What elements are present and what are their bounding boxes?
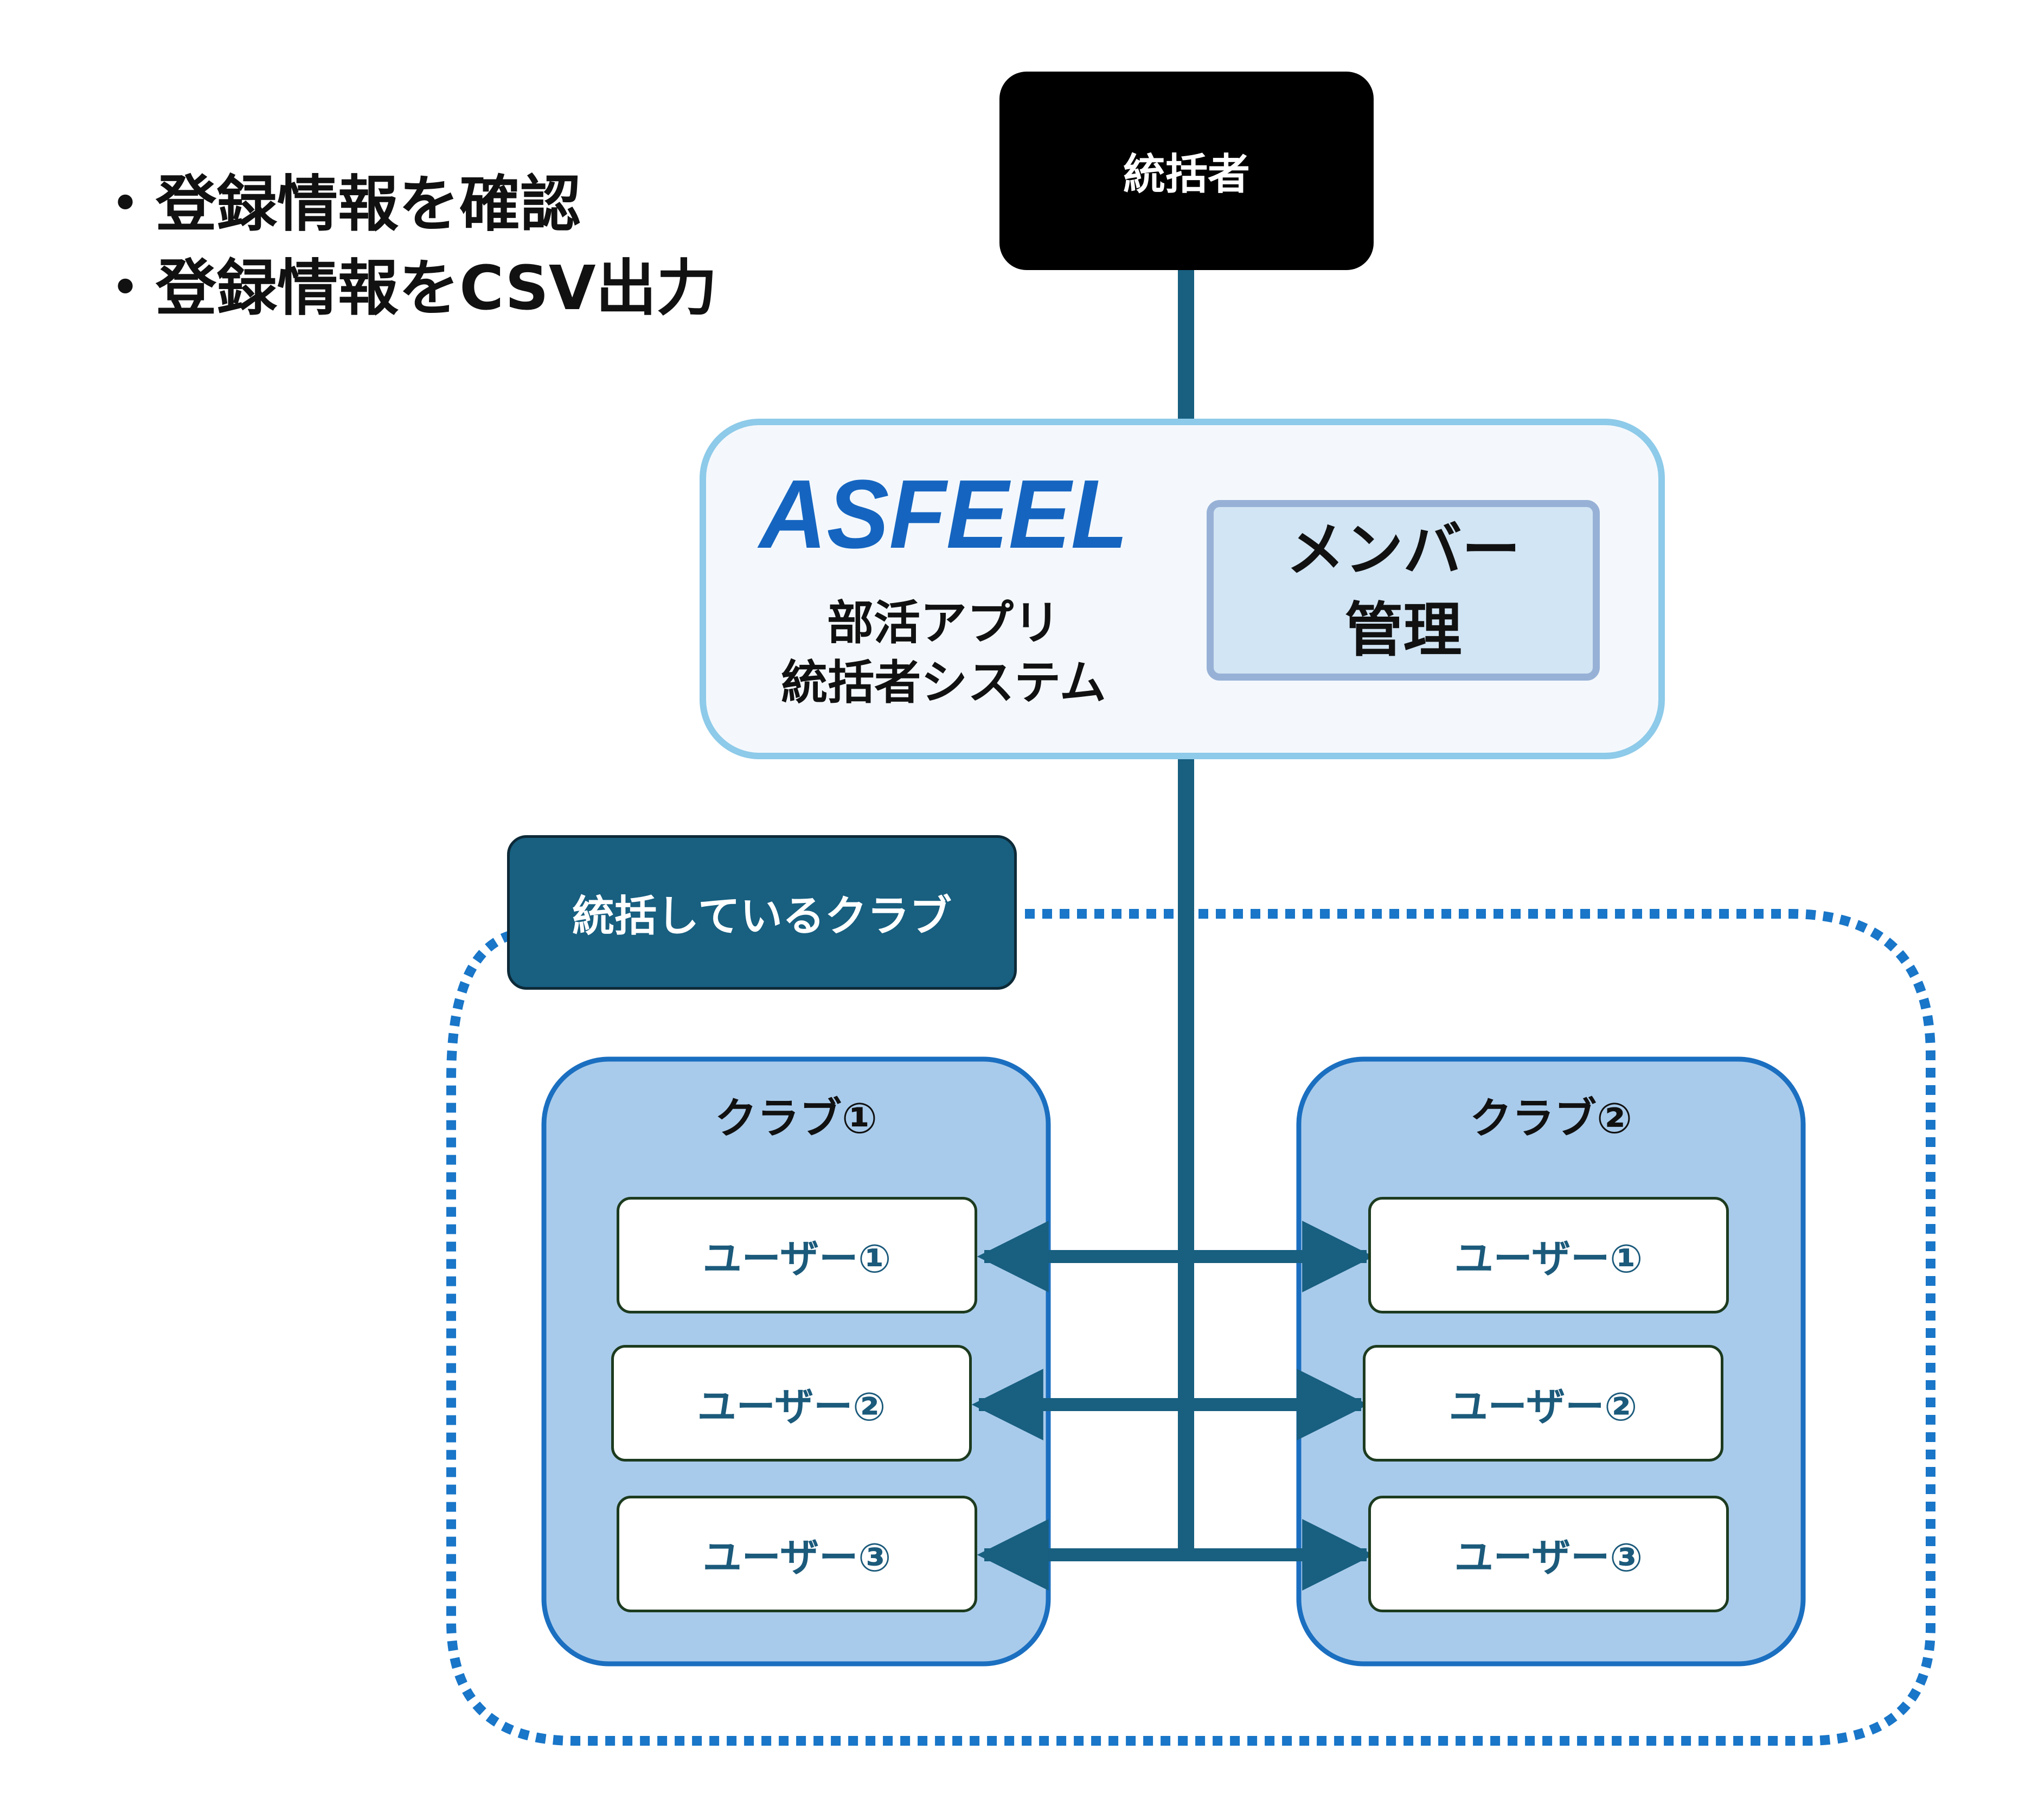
club-2-user-3: ユーザー③	[1368, 1496, 1729, 1612]
club-1-user-3: ユーザー③	[617, 1496, 977, 1612]
group-boundary	[446, 909, 1935, 1746]
club-1-title: クラブ①	[714, 1094, 878, 1143]
member-management-box: メンバー 管理	[1207, 500, 1600, 681]
bullet-list: ・登録情報を確認 ・登録情報をCSV出力	[95, 163, 717, 331]
club-1-user-2: ユーザー②	[611, 1345, 972, 1462]
managed-clubs-tag: 統括しているクラブ	[507, 835, 1017, 990]
asfeel-logo: ASFEEL	[757, 475, 1128, 561]
bullet-item: ・登録情報をCSV出力	[95, 253, 717, 324]
feature-label-line-2: 管理	[1344, 596, 1462, 664]
feature-label-line-1: メンバー	[1286, 516, 1521, 584]
logo-text: ASFEEL	[757, 475, 1128, 561]
supervisor-node: 統括者	[999, 72, 1374, 270]
club-2-user-1: ユーザー①	[1368, 1197, 1729, 1313]
club-2-title: クラブ②	[1469, 1094, 1633, 1143]
system-title-line-1: 部活アプリ	[827, 596, 1060, 650]
system-title-line-2: 統括者システム	[781, 656, 1106, 710]
club-2-user-2: ユーザー②	[1363, 1345, 1723, 1462]
club-1-user-1: ユーザー①	[617, 1197, 977, 1313]
bullet-item: ・登録情報を確認	[95, 169, 581, 240]
